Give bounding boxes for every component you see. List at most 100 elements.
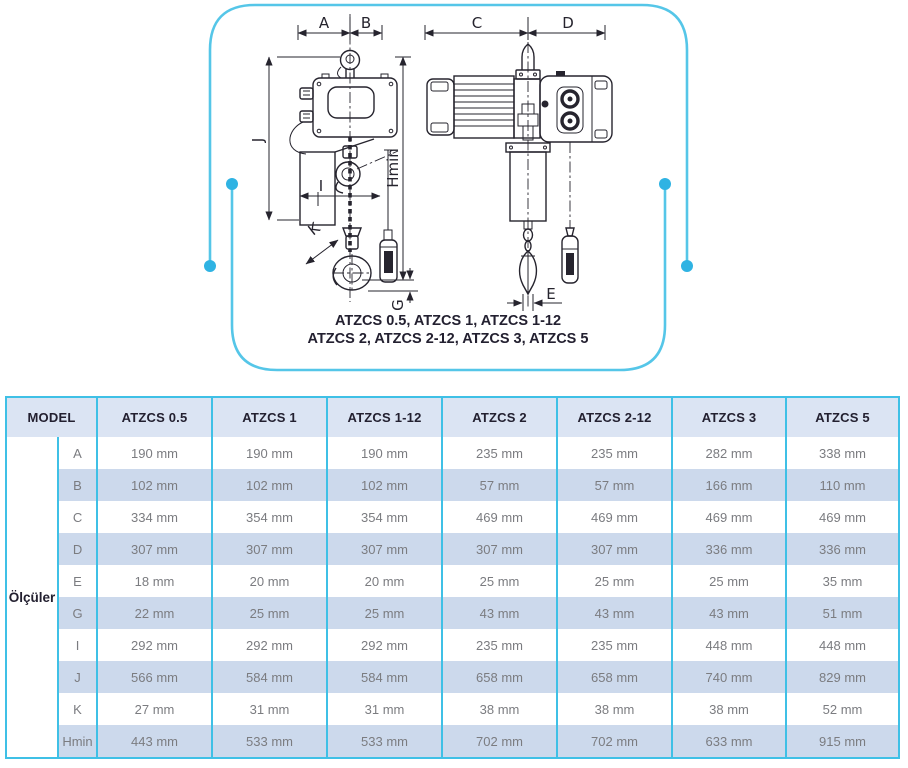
value-cell: 38 mm <box>556 693 673 725</box>
value-cell: 292 mm <box>211 629 328 661</box>
value-cell: 282 mm <box>671 437 787 469</box>
value-cell: 43 mm <box>671 597 787 629</box>
value-cell: 443 mm <box>96 725 213 758</box>
value-cell: 633 mm <box>671 725 787 758</box>
value-cell: 25 mm <box>211 597 328 629</box>
row-label: Hmin <box>56 725 98 758</box>
value-cell: 190 mm <box>96 437 213 469</box>
value-cell: 338 mm <box>785 437 900 469</box>
caption-line-1: ATZCS 0.5, ATZCS 1, ATZCS 1-12 <box>335 313 561 329</box>
dim-label-j: J <box>249 138 267 143</box>
value-cell: 25 mm <box>441 565 558 597</box>
value-cell: 43 mm <box>556 597 673 629</box>
column-header-atzcs-2-12: ATZCS 2-12 <box>556 397 673 437</box>
figure-caption: ATZCS 0.5, ATZCS 1, ATZCS 1-12 ATZCS 2, … <box>308 313 589 347</box>
dimensions-table-wrap: MODEL ATZCS 0.5 ATZCS 1 ATZCS 1-12 ATZCS… <box>5 396 901 759</box>
value-cell: 35 mm <box>785 565 900 597</box>
dimensions-table: MODEL ATZCS 0.5 ATZCS 1 ATZCS 1-12 ATZCS… <box>5 396 901 759</box>
frame-dot <box>226 178 238 190</box>
table-row-c: C 334 mm 354 mm 354 mm 469 mm 469 mm 469… <box>6 501 900 533</box>
value-cell: 658 mm <box>556 661 673 693</box>
value-cell: 190 mm <box>211 437 328 469</box>
value-cell: 336 mm <box>671 533 787 565</box>
row-label: J <box>56 661 98 693</box>
frame-dot <box>681 260 693 272</box>
value-cell: 702 mm <box>441 725 558 758</box>
row-label: D <box>56 533 98 565</box>
table-row-e: E 18 mm 20 mm 20 mm 25 mm 25 mm 25 mm 35… <box>6 565 900 597</box>
value-cell: 292 mm <box>96 629 213 661</box>
value-cell: 235 mm <box>556 437 673 469</box>
row-label: G <box>56 597 98 629</box>
value-cell: 469 mm <box>785 501 900 533</box>
hoist-dimension-figure: A B J Hmin G I K <box>204 3 693 372</box>
row-label: B <box>56 469 98 501</box>
dim-label-i: I <box>319 177 323 195</box>
value-cell: 702 mm <box>556 725 673 758</box>
value-cell: 740 mm <box>671 661 787 693</box>
side-view-drawing <box>426 42 613 308</box>
value-cell: 584 mm <box>326 661 443 693</box>
value-cell: 292 mm <box>326 629 443 661</box>
value-cell: 190 mm <box>326 437 443 469</box>
dim-label-g: G <box>389 299 407 311</box>
table-row-k: K 27 mm 31 mm 31 mm 38 mm 38 mm 38 mm 52… <box>6 693 900 725</box>
value-cell: 20 mm <box>211 565 328 597</box>
value-cell: 307 mm <box>96 533 213 565</box>
table-row-d: D 307 mm 307 mm 307 mm 307 mm 307 mm 336… <box>6 533 900 565</box>
value-cell: 566 mm <box>96 661 213 693</box>
column-header-atzcs-5: ATZCS 5 <box>785 397 900 437</box>
value-cell: 102 mm <box>211 469 328 501</box>
value-cell: 52 mm <box>785 693 900 725</box>
value-cell: 57 mm <box>556 469 673 501</box>
value-cell: 38 mm <box>441 693 558 725</box>
value-cell: 469 mm <box>556 501 673 533</box>
column-header-atzcs-2: ATZCS 2 <box>441 397 558 437</box>
value-cell: 354 mm <box>211 501 328 533</box>
value-cell: 235 mm <box>441 629 558 661</box>
value-cell: 336 mm <box>785 533 900 565</box>
frame-dot <box>204 260 216 272</box>
row-label: C <box>56 501 98 533</box>
value-cell: 307 mm <box>556 533 673 565</box>
column-header-atzcs-1-12: ATZCS 1-12 <box>326 397 443 437</box>
dim-label-a: A <box>319 14 330 32</box>
value-cell: 584 mm <box>211 661 328 693</box>
value-cell: 354 mm <box>326 501 443 533</box>
value-cell: 22 mm <box>96 597 213 629</box>
value-cell: 469 mm <box>441 501 558 533</box>
frame-bottom-path <box>230 184 667 372</box>
table-row-a: Ölçüler A 190 mm 190 mm 190 mm 235 mm 23… <box>6 437 900 758</box>
value-cell: 20 mm <box>326 565 443 597</box>
value-cell: 658 mm <box>441 661 558 693</box>
value-cell: 25 mm <box>326 597 443 629</box>
value-cell: 307 mm <box>326 533 443 565</box>
value-cell: 533 mm <box>326 725 443 758</box>
value-cell: 27 mm <box>96 693 213 725</box>
value-cell: 51 mm <box>785 597 900 629</box>
value-cell: 448 mm <box>785 629 900 661</box>
value-cell: 31 mm <box>326 693 443 725</box>
value-cell: 25 mm <box>671 565 787 597</box>
dim-label-k: K <box>305 218 325 239</box>
value-cell: 166 mm <box>671 469 787 501</box>
model-header: MODEL <box>6 397 98 437</box>
column-header-atzcs-3: ATZCS 3 <box>671 397 787 437</box>
row-label: A <box>56 437 98 469</box>
value-cell: 102 mm <box>96 469 213 501</box>
row-label: K <box>56 693 98 725</box>
dim-label-hmin: Hmin <box>384 148 402 188</box>
value-cell: 43 mm <box>441 597 558 629</box>
dim-label-c: C <box>472 14 482 32</box>
row-group-label: Ölçüler <box>6 437 58 758</box>
value-cell: 334 mm <box>96 501 213 533</box>
value-cell: 57 mm <box>441 469 558 501</box>
dim-label-b: B <box>361 14 371 32</box>
value-cell: 25 mm <box>556 565 673 597</box>
caption-line-2: ATZCS 2, ATZCS 2-12, ATZCS 3, ATZCS 5 <box>308 331 589 347</box>
value-cell: 829 mm <box>785 661 900 693</box>
value-cell: 307 mm <box>211 533 328 565</box>
value-cell: 235 mm <box>556 629 673 661</box>
header-row: MODEL ATZCS 0.5 ATZCS 1 ATZCS 1-12 ATZCS… <box>6 397 900 437</box>
